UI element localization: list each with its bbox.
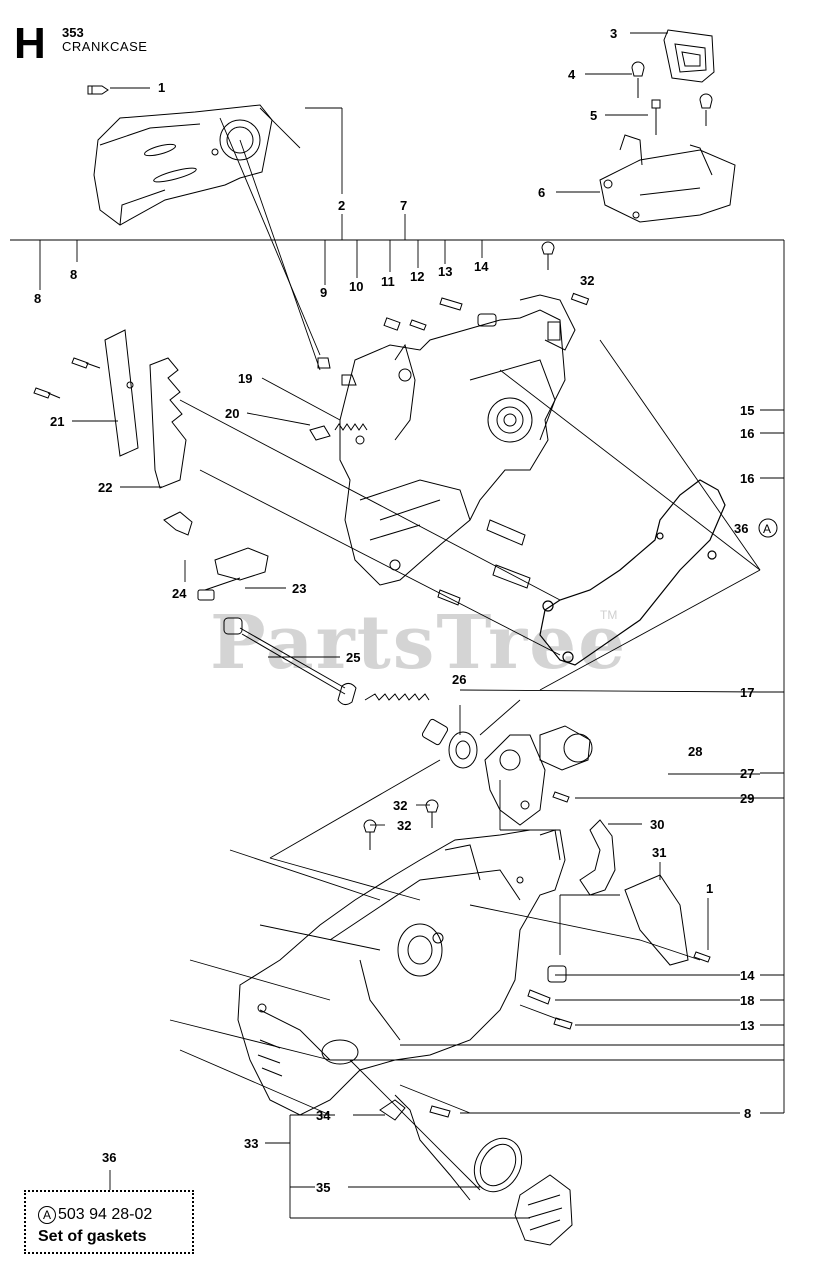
part-30 (579, 819, 616, 896)
callout-26: 26 (452, 672, 466, 687)
callout-8-a: 8 (70, 267, 77, 282)
callout-36-kit: 36 (102, 1150, 116, 1165)
callout-15: 15 (740, 403, 754, 418)
screw-8-bottom (429, 1105, 451, 1118)
callout-1-right: 1 (706, 881, 713, 896)
callout-2: 2 (338, 198, 345, 213)
leader-lines (10, 32, 785, 1219)
pickup-34 (379, 1094, 471, 1201)
callout-34: 34 (316, 1108, 331, 1123)
callout-36: 36 (734, 521, 748, 536)
callout-27: 27 (740, 766, 754, 781)
screw-1-top (87, 85, 109, 95)
callout-30: 30 (650, 817, 664, 832)
callout-7: 7 (400, 198, 407, 213)
callout-22: 22 (98, 480, 112, 495)
pad-20 (309, 425, 331, 441)
crankcase-upper-half (339, 294, 576, 586)
gasket-36 (539, 479, 726, 666)
callout-35: 35 (316, 1180, 330, 1195)
callout-8-bottom: 8 (744, 1106, 751, 1121)
callout-14-top: 14 (474, 259, 489, 274)
bearing-26 (448, 731, 478, 769)
fitting-14 (547, 965, 567, 983)
callout-9: 9 (320, 285, 327, 300)
screw-13 (553, 1017, 573, 1030)
screws-32 (363, 799, 439, 850)
bumper-spike-22 (149, 357, 187, 489)
callout-5: 5 (590, 108, 597, 123)
kit-marker: A (38, 1206, 56, 1224)
screw-4 (631, 61, 713, 126)
callout-20: 20 (225, 406, 239, 421)
callout-1-top: 1 (158, 80, 165, 95)
cover-31 (624, 874, 689, 966)
carburettor-bracket (599, 134, 736, 223)
adjuster-23 (197, 547, 269, 601)
svg-text:A: A (763, 522, 771, 536)
model-number: 353 (62, 25, 84, 40)
callout-6: 6 (538, 185, 545, 200)
callout-3: 3 (610, 26, 617, 41)
callout-10: 10 (349, 279, 363, 294)
screw-row-top (33, 241, 590, 399)
callout-23: 23 (292, 581, 306, 596)
callout-4: 4 (568, 67, 576, 82)
callout-14-bottom: 14 (740, 968, 755, 983)
callout-33: 33 (244, 1136, 258, 1151)
callout-16-a: 16 (740, 426, 754, 441)
callout-28: 28 (688, 744, 702, 759)
callout-19: 19 (238, 371, 252, 386)
section-letter: H (14, 19, 46, 68)
clip-24 (163, 511, 193, 536)
callout-32-top: 32 (580, 273, 594, 288)
fuel-cap (514, 1174, 573, 1246)
section-title: CRANKCASE (62, 39, 148, 54)
chain-tensioner-25 (223, 617, 449, 746)
plate-21 (104, 329, 139, 457)
callout-32-a: 32 (393, 798, 407, 813)
callout-24: 24 (172, 586, 187, 601)
callout-17: 17 (740, 685, 754, 700)
kit-name: Set of gaskets (38, 1228, 147, 1245)
callout-13-bottom: 13 (740, 1018, 754, 1033)
callout-25: 25 (346, 650, 360, 665)
callout-labels: 1 2 3 4 5 6 7 8 8 9 10 11 12 13 14 15 16… (34, 26, 755, 1195)
chain-guard-cover (93, 104, 273, 226)
screw-5 (651, 99, 661, 135)
callout-32-b: 32 (397, 818, 411, 833)
callout-21: 21 (50, 414, 64, 429)
callout-16-b: 16 (740, 471, 754, 486)
primer-28 (539, 725, 593, 771)
air-intake-cover (663, 29, 715, 83)
callout-12: 12 (410, 269, 424, 284)
callout-11: 11 (381, 274, 395, 289)
callout-18: 18 (740, 993, 754, 1008)
crankcase-lower-half (237, 829, 566, 1116)
fitting-18 (527, 989, 551, 1005)
kit-part-number-text: 503 94 28-02 (58, 1206, 153, 1223)
screw-29 (552, 791, 570, 803)
bracket-27 (484, 734, 546, 826)
callout-31: 31 (652, 845, 666, 860)
callout-13-top: 13 (438, 264, 452, 279)
circle-a-marker: A (758, 518, 778, 538)
watermark-tm: TM (600, 608, 618, 622)
screw-1-right (693, 951, 711, 963)
seal-35 (473, 1137, 523, 1193)
pins-16 (437, 519, 531, 606)
watermark: PartsTree (210, 600, 628, 686)
callout-29: 29 (740, 791, 754, 806)
callout-8-b: 8 (34, 291, 41, 306)
